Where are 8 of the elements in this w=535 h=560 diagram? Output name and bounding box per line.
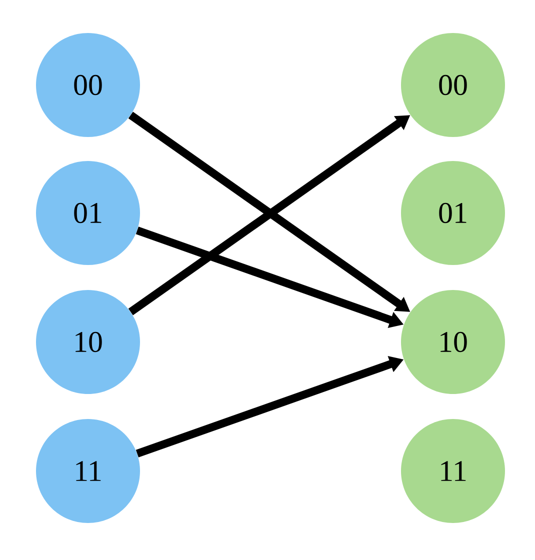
circle-node: 10 xyxy=(401,290,505,394)
circle-node: 11 xyxy=(401,419,505,523)
circle-node: 11 xyxy=(36,419,140,523)
circle-node: 00 xyxy=(401,33,505,137)
circle-node: 00 xyxy=(36,33,140,137)
circle-node: 01 xyxy=(36,161,140,265)
circle-node: 10 xyxy=(36,290,140,394)
circle-node: 01 xyxy=(401,161,505,265)
